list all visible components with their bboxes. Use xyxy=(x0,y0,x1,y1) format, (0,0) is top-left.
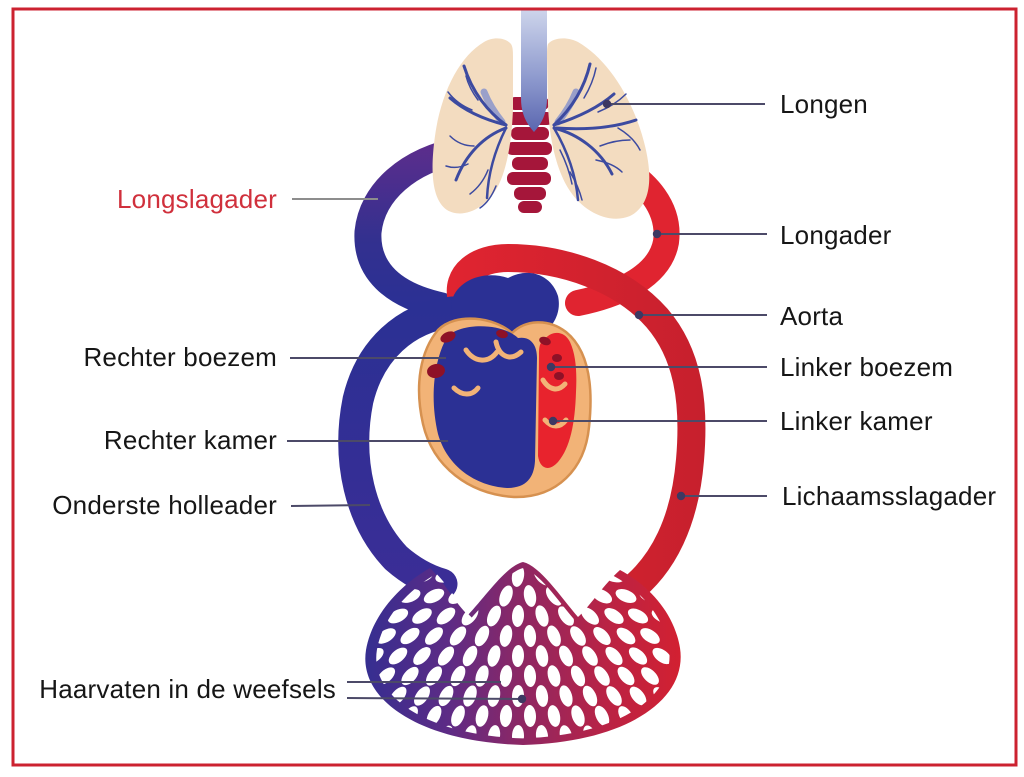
heart-illustration xyxy=(417,272,592,499)
pulmonary-artery-vessel xyxy=(354,136,476,320)
label-haarvaten: Haarvaten in de weefsels xyxy=(39,674,336,704)
leader-line-onderste-holleader xyxy=(290,504,371,507)
diagram-frame-border xyxy=(11,7,1018,767)
label-onderste-holleader: Onderste holleader xyxy=(52,490,277,520)
label-longader: Longader xyxy=(780,220,892,250)
label-aorta: Aorta xyxy=(780,301,844,331)
leader-lines xyxy=(287,99,767,704)
label-rechter-boezem: Rechter boezem xyxy=(83,342,277,372)
label-lichaamsslagader: Lichaamsslagader xyxy=(782,481,997,511)
heart-vessel-openings xyxy=(427,329,564,380)
bronchi-rings-illustration xyxy=(505,97,553,213)
label-rechter-kamer: Rechter kamer xyxy=(103,425,277,455)
right-heart-chambers xyxy=(433,326,537,488)
label-linker-kamer: Linker kamer xyxy=(780,406,933,436)
leader-line-haarvaten-2 xyxy=(346,697,523,700)
label-longen: Longen xyxy=(780,89,868,119)
label-longslagader: Longslagader xyxy=(117,184,277,214)
heart-valves xyxy=(451,339,569,429)
trachea-illustration xyxy=(521,8,547,132)
lungs-illustration xyxy=(432,38,650,219)
capillary-network-illustration xyxy=(365,562,681,745)
aorta-body-artery-vessel xyxy=(446,243,706,606)
label-linker-boezem: Linker boezem xyxy=(780,352,954,382)
vena-cava-vessel xyxy=(338,296,468,600)
